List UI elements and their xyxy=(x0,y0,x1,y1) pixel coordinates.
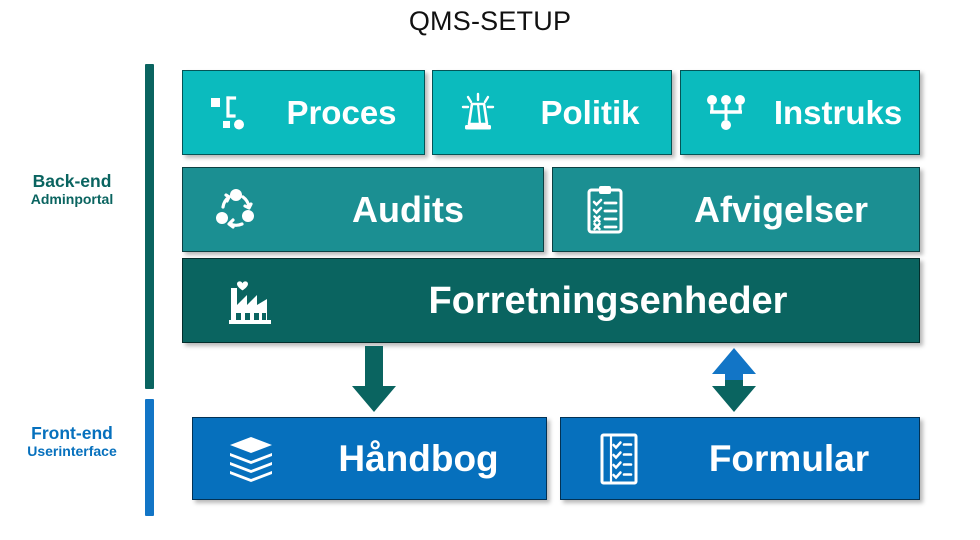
box-proces-label: Proces xyxy=(286,94,397,131)
box-afvigelser[interactable]: Afvigelser xyxy=(552,167,920,252)
section-label-back-end-lead: Back-end xyxy=(32,171,112,191)
factory-icon xyxy=(183,275,297,327)
box-instruks-label: Instruks xyxy=(773,94,903,131)
box-audits-label: Audits xyxy=(352,188,464,230)
box-formular[interactable]: Formular xyxy=(560,417,920,500)
section-label-front-end: Front-end Userinterface xyxy=(2,423,142,459)
box-handbog-label: Håndbog xyxy=(338,438,499,479)
section-label-front-end-lead: Front-end xyxy=(31,423,113,443)
arrow-bidirectional-formular xyxy=(712,348,756,412)
box-afvigelser-label: Afvigelser xyxy=(693,188,869,230)
section-bar-front-end xyxy=(145,399,154,516)
process-flow-icon xyxy=(183,91,259,135)
section-label-back-end: Back-end Adminportal xyxy=(2,171,142,207)
arrow-down-to-handbog xyxy=(352,346,396,412)
box-handbog[interactable]: Håndbog xyxy=(192,417,547,500)
page-title: QMS-SETUP xyxy=(408,6,572,36)
box-forretningsenheder[interactable]: Forretningsenheder xyxy=(182,258,920,343)
cycle-arrows-icon xyxy=(183,185,273,235)
box-forretningsenheder-label: Forretningsenheder xyxy=(428,279,788,322)
box-audits[interactable]: Audits xyxy=(182,167,544,252)
box-instruks[interactable]: Instruks xyxy=(680,70,920,155)
box-formular-label: Formular xyxy=(708,438,870,479)
beacon-light-icon xyxy=(433,91,509,135)
book-stack-icon xyxy=(193,432,291,486)
clipboard-checks-icon xyxy=(553,184,643,236)
section-label-back-end-sub: Adminportal xyxy=(30,190,114,207)
box-politik-label: Politik xyxy=(540,94,640,131)
section-label-front-end-sub: Userinterface xyxy=(27,442,117,459)
form-checklist-icon xyxy=(561,432,659,486)
section-bar-back-end xyxy=(145,64,154,389)
box-politik[interactable]: Politik xyxy=(432,70,672,155)
box-proces[interactable]: Proces xyxy=(182,70,425,155)
hierarchy-nodes-icon xyxy=(707,94,745,130)
